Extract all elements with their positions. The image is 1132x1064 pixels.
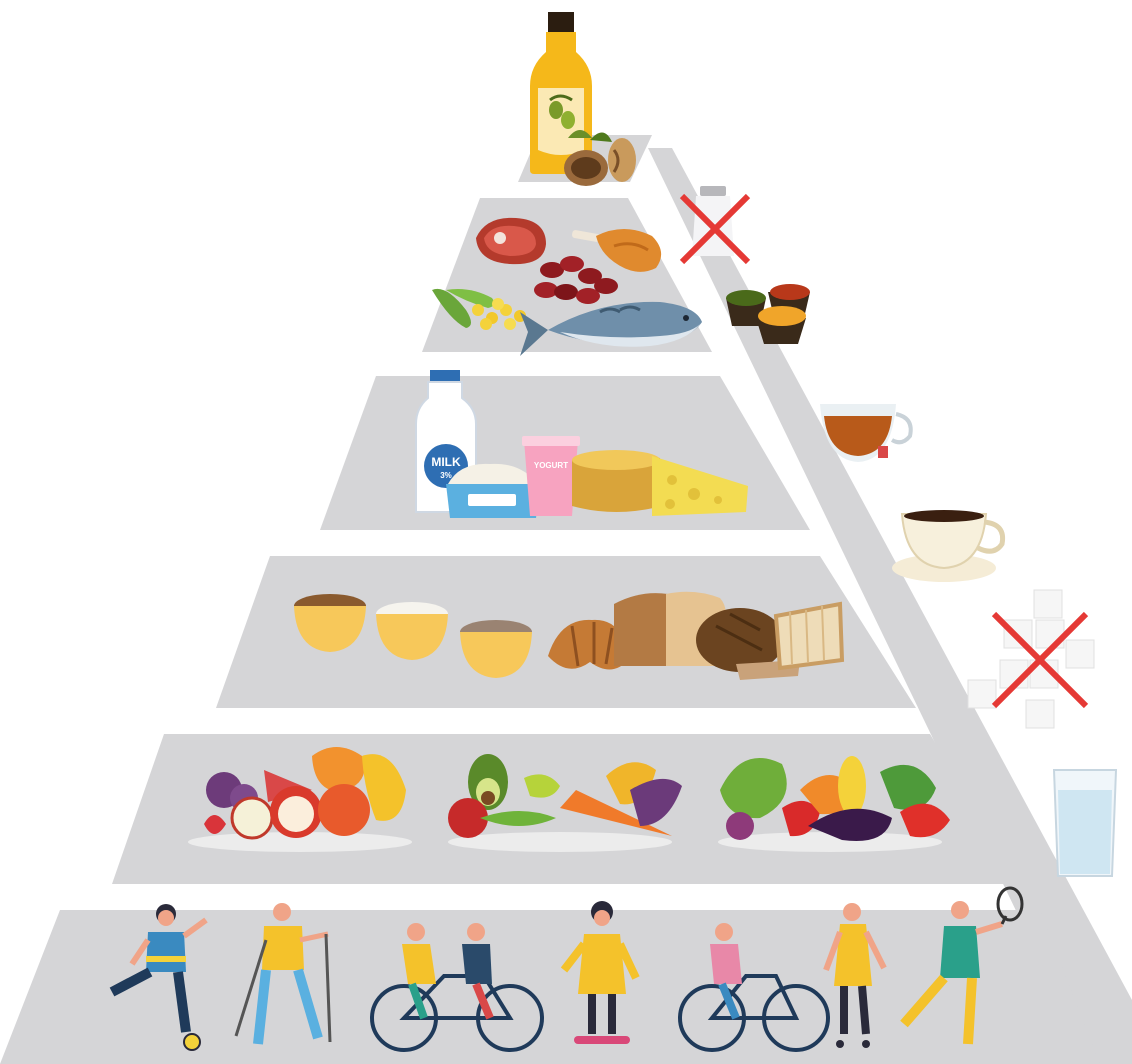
cheese-wheel-icon [572,450,662,512]
sugar-cubes-icon [968,590,1094,728]
steak-icon [476,218,546,264]
yogurt-label: YOGURT [534,461,568,470]
water-glass-icon [1054,770,1116,876]
coffee-cup-icon [892,510,1003,582]
sliced-bread-icon [776,604,842,668]
milk-fat-label: 3% [440,471,452,480]
milk-label: MILK [431,455,461,469]
yogurt-cup-icon: YOGURT [522,436,580,516]
olive-oil-bottle-icon [530,12,592,174]
